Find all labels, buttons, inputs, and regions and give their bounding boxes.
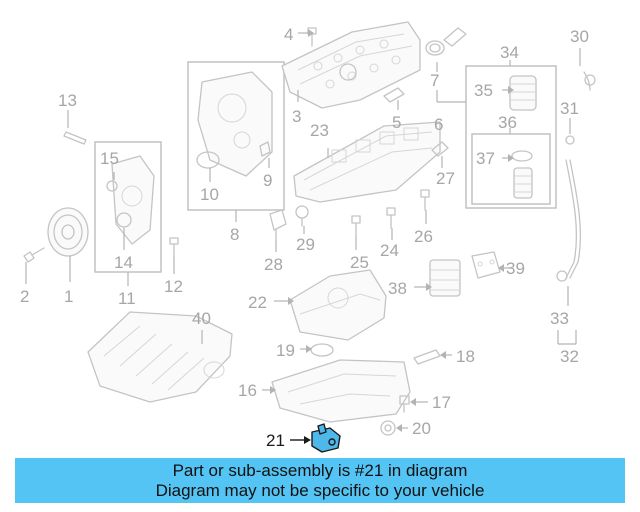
- o-ring-19: [310, 343, 334, 357]
- lower-timing-cover: [111, 155, 155, 245]
- callout-35: 35: [474, 81, 493, 100]
- callout-20: 20: [412, 419, 431, 438]
- gasket-39: [471, 251, 501, 279]
- callout-7: 7: [430, 71, 439, 90]
- group-box-36: [471, 133, 551, 205]
- callout-4: 4: [284, 25, 293, 44]
- callout-22: 22: [248, 293, 267, 312]
- callout-25: 25: [350, 253, 369, 272]
- callout-32: 32: [560, 347, 579, 366]
- callout-9: 9: [263, 171, 272, 190]
- group-box-34: [465, 65, 557, 209]
- callout-labels: 1 2 3 4 5 6 7 8 9 10 11 12 13 14 15 16 1…: [20, 25, 589, 450]
- callout-21: 21: [266, 431, 285, 450]
- callout-29: 29: [296, 235, 315, 254]
- dipstick: [556, 71, 596, 282]
- callout-37: 37: [476, 149, 495, 168]
- callout-16: 16: [238, 381, 257, 400]
- callout-31: 31: [560, 99, 579, 118]
- part-28: [269, 209, 287, 241]
- callout-15: 15: [100, 149, 119, 168]
- oil-filter-housing: [509, 75, 537, 111]
- timing-cover: [197, 71, 273, 177]
- bolt-25: [351, 215, 361, 237]
- part-29: [295, 205, 309, 227]
- cylinder-head: [293, 121, 441, 203]
- callout-13: 13: [58, 91, 77, 110]
- bolt-17: [399, 395, 410, 413]
- callout-8: 8: [230, 225, 239, 244]
- seal-10: [196, 151, 220, 169]
- callout-34: 34: [500, 43, 519, 62]
- bolt-12: [169, 237, 179, 257]
- part-15: [106, 180, 118, 192]
- parts-diagram: 1 2 3 4 5 6 7 8 9 10 11 12 13 14 15 16 1…: [20, 21, 596, 453]
- callout-17: 17: [432, 393, 451, 412]
- bolt-26: [420, 189, 430, 211]
- callout-2: 2: [20, 287, 29, 306]
- bolt-24: [386, 207, 396, 229]
- part-18: [413, 349, 441, 365]
- oil-filter-element: [513, 167, 533, 199]
- part-13: [63, 131, 87, 145]
- callout-12: 12: [164, 277, 183, 296]
- bolt-2: [23, 247, 45, 263]
- info-banner: Part or sub-assembly is #21 in diagram D…: [15, 458, 625, 503]
- callout-3: 3: [292, 107, 301, 126]
- callout-26: 26: [414, 227, 433, 246]
- callout-28: 28: [264, 255, 283, 274]
- cylinder-head-cover: [281, 21, 421, 109]
- oil-pump-baffle: [289, 269, 387, 341]
- part-27: [431, 141, 449, 157]
- callout-11: 11: [118, 289, 136, 308]
- banner-line-1: Part or sub-assembly is #21 in diagram: [172, 460, 468, 480]
- callout-24: 24: [380, 241, 399, 260]
- callout-30: 30: [570, 27, 589, 46]
- callout-5: 5: [392, 113, 401, 132]
- callout-14: 14: [114, 253, 133, 272]
- part-31: [565, 135, 575, 145]
- callout-18: 18: [456, 347, 475, 366]
- highlighted-part-21: [311, 423, 341, 453]
- part-9: [259, 141, 271, 157]
- leader-lines: [25, 29, 581, 444]
- drain-plug-20: [380, 420, 396, 436]
- bracket-5: [383, 87, 405, 103]
- callout-36: 36: [498, 113, 517, 132]
- callout-23: 23: [310, 121, 329, 140]
- oil-pan: [271, 359, 411, 423]
- callout-40: 40: [192, 309, 211, 328]
- intake-manifold: [87, 311, 233, 403]
- pulley: [47, 207, 89, 257]
- oil-cooler: [429, 259, 461, 297]
- callout-27: 27: [436, 169, 455, 188]
- oil-filler-cap: [425, 27, 467, 56]
- o-ring-37: [511, 150, 533, 162]
- banner-line-2: Diagram may not be specific to your vehi…: [155, 480, 485, 500]
- callout-6: 6: [434, 115, 443, 134]
- callout-39: 39: [506, 259, 525, 278]
- callout-33: 33: [550, 309, 569, 328]
- callout-1: 1: [64, 287, 73, 306]
- callout-10: 10: [200, 185, 219, 204]
- callout-19: 19: [276, 341, 295, 360]
- callout-38: 38: [388, 279, 407, 298]
- seal-14: [116, 212, 132, 228]
